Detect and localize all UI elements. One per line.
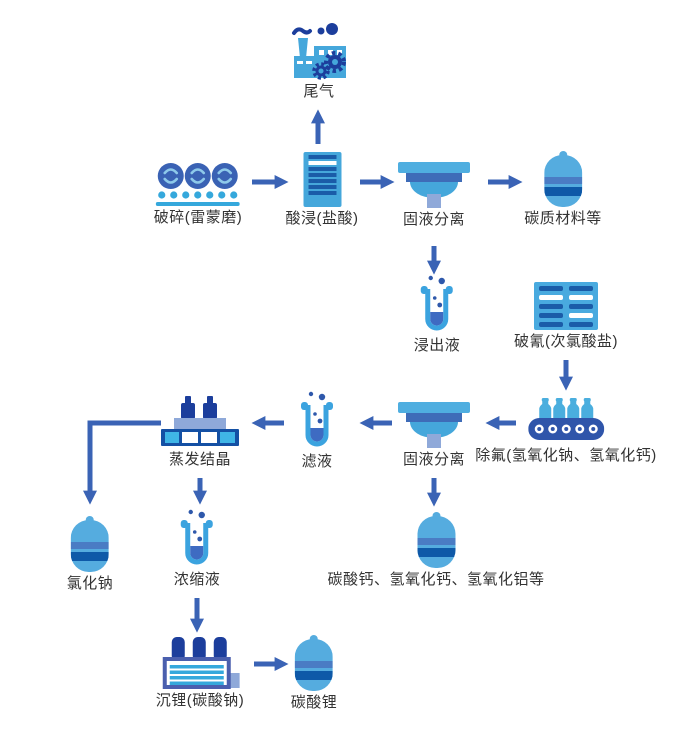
node-label: 破碎(雷蒙磨) [153,209,243,226]
node-cyanide-breaking: 破氰(次氯酸盐) [514,282,618,351]
node-calcium-precipitates: 碳酸钙、氢氧化钙、氢氧化铝等 [327,511,544,589]
node-solid-liquid-separation-2: 固液分离 [398,400,470,469]
node-lithium-carbonate: 碳酸锂 [291,634,338,712]
factory-icon [288,22,350,80]
capsule-icon [524,150,602,207]
node-label: 酸浸(盐酸) [285,210,359,227]
node-label: 碳酸钙、氢氧化钙、氢氧化铝等 [327,571,545,588]
leach-tank-icon [286,152,359,207]
node-label: 尾气 [303,83,335,100]
node-lithium-precipitation: 沉锂(碳酸钠) [156,637,245,710]
node-leachate: 浸出液 [414,274,461,355]
node-label: 浸出液 [413,337,461,354]
node-label: 氯化钠 [66,575,114,592]
node-concentrated-liquid: 浓缩液 [174,508,221,589]
node-evaporation-crystallization: 蒸发结晶 [161,396,239,469]
capsule-icon [67,515,114,572]
conveyor-icon [475,396,657,444]
node-label: 破氰(次氯酸盐) [514,333,618,350]
evaporator-icon [161,396,239,448]
node-solid-liquid-separation-1: 固液分离 [398,160,470,229]
test-tube-icon [174,508,221,568]
node-label: 蒸发结晶 [168,451,231,468]
node-label: 除氟(氢氧化钠、氢氧化钙) [475,447,657,464]
node-label: 碳质材料等 [524,210,602,227]
node-carbon-materials: 碳质材料等 [524,150,602,228]
precipitation-plant-icon [156,637,245,689]
node-acid-leaching: 酸浸(盐酸) [286,152,359,228]
mill-icon [154,162,243,206]
node-filtrate: 滤液 [297,390,337,471]
node-crushing: 破碎(雷蒙磨) [154,162,243,227]
node-fluoride-removal: 除氟(氢氧化钠、氢氧化钙) [475,396,657,465]
arrow-evap-to-nacl [83,420,161,505]
test-tube-icon [297,390,337,450]
node-tail-gas: 尾气 [288,22,350,101]
plate-stack-icon [514,282,618,330]
capsule-icon [327,511,544,568]
node-label: 碳酸锂 [290,694,338,711]
node-label: 浓缩液 [173,571,221,588]
funnel-icon [398,400,470,448]
funnel-icon [398,160,470,208]
capsule-icon [291,634,338,691]
node-label: 滤液 [301,453,333,470]
node-label: 固液分离 [402,211,465,228]
test-tube-icon [414,274,461,334]
node-label: 沉锂(碳酸钠) [155,692,245,709]
node-label: 固液分离 [402,451,465,468]
node-sodium-chloride: 氯化钠 [67,515,114,593]
